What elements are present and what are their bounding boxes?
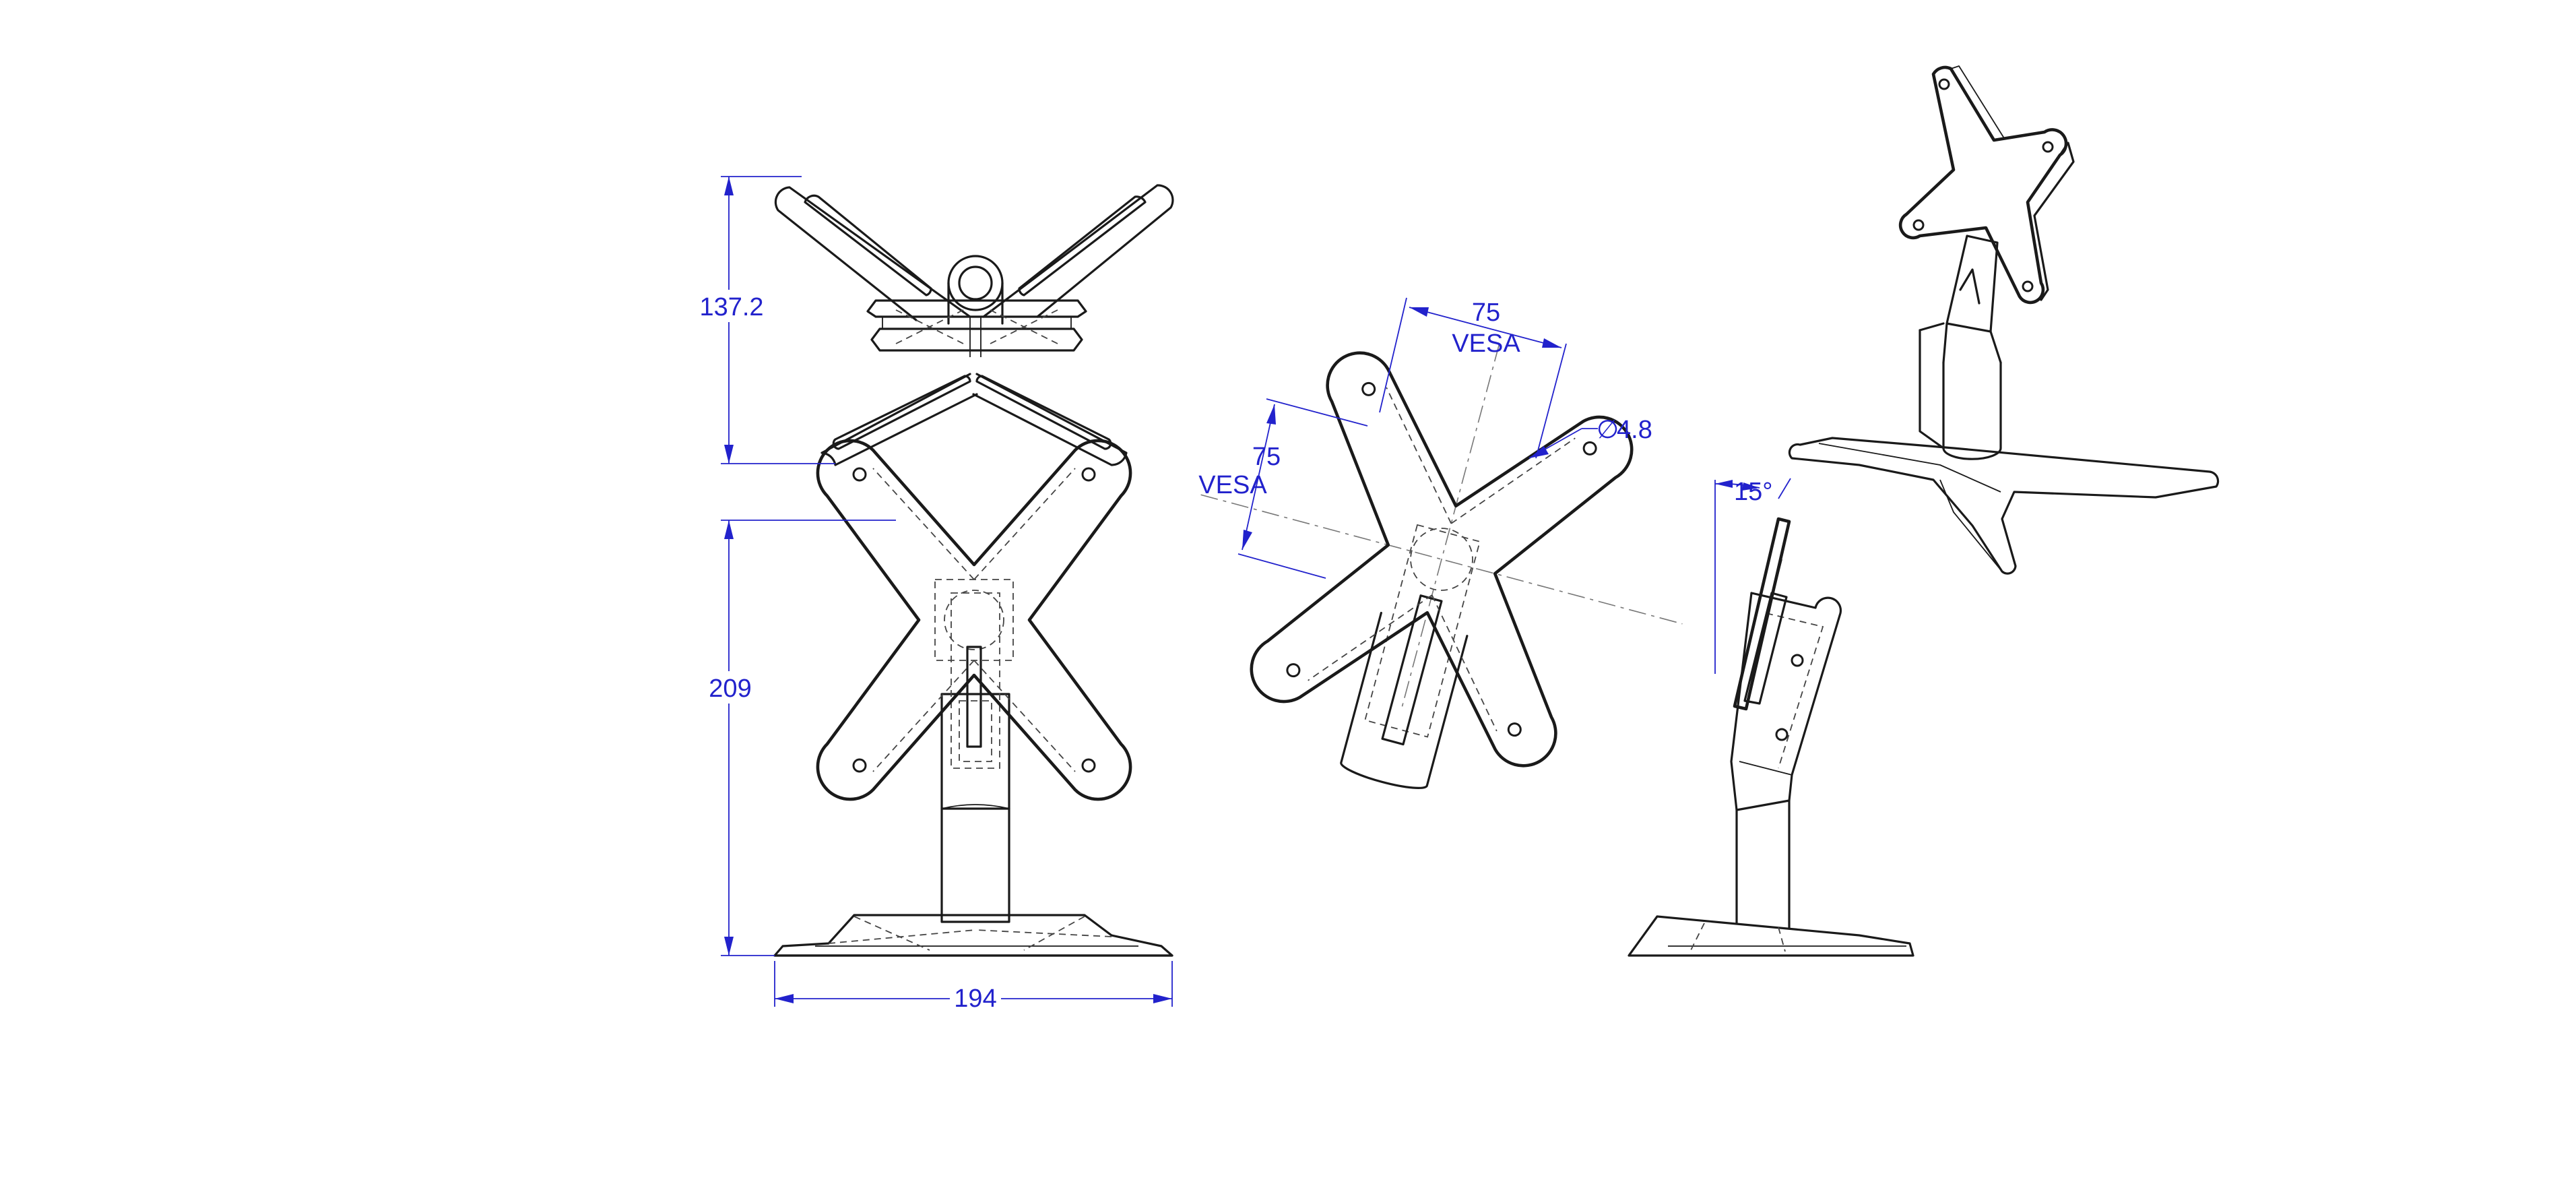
vesa-detail-mount-hole [1361,381,1376,396]
front-view-mount-hole [852,467,867,482]
front-view-mount-hole [1081,467,1096,482]
dimension-vesa-horizontal-label: VESA [1452,330,1520,358]
dimension-width-label: 194 [954,985,996,1013]
top-view-slot-upper-left [804,194,932,296]
dimension-top-height-label: 137.2 [699,293,763,321]
top-view-column-inner [958,266,993,301]
top-view-column-outer [947,255,1004,311]
dimension-tilt-angle-label: 15° [1734,478,1772,506]
iso-view-mount-hole [1938,78,1950,90]
side-view-pivot-hole [1791,654,1804,667]
iso-view-column [1942,361,2002,460]
top-view-base-arm-lower-left [820,373,978,466]
dimension-tilt-angle: 15° [1714,478,1791,674]
front-view-base [773,914,1173,957]
isometric-view [1788,65,2220,575]
dimension-vesa-vertical-value: 75 [1252,443,1281,471]
dimension-vesa-vertical: 75 VESA [1198,398,1368,579]
dimension-hole-diameter-label: 4.8 [1617,416,1652,444]
dimension-vesa-horizontal-value: 75 [1472,299,1500,327]
vesa-detail-mount-hole [1286,663,1301,678]
side-view-column [1735,799,1791,930]
top-view-base-arm-upper-right [982,184,1174,318]
iso-view-mount-hole [1912,219,1925,231]
front-view-vesa-plate [818,441,1130,799]
dimension-front-height-label: 209 [709,675,751,703]
front-view [773,441,1173,957]
side-view-base [1628,915,1914,957]
side-view-vesa-plate [1733,517,1791,711]
vesa-detail-mount-hole [1507,722,1522,737]
top-view-slot-lower-right [975,375,1112,450]
vesa-detail-view [1200,280,1683,789]
front-view-mount-hole [852,758,867,773]
top-view-base-arm-lower-right [972,373,1128,466]
iso-view-mount-hole [2022,280,2034,292]
side-view-tilt-housing [1730,592,1842,811]
front-view-mount-hole [1081,758,1096,773]
iso-view-vesa-plate [1898,65,2068,305]
iso-view-mount-hole [2042,141,2054,153]
dimension-hole-diameter: ∅ 4.8 [1528,416,1652,459]
iso-view-base [1788,437,2220,575]
side-view [1628,517,1914,957]
dimension-front-height: 209 [702,520,896,956]
dimension-width: 194 [774,961,1173,1013]
dimension-top-height: 137.2 [694,176,835,464]
dimension-vesa-horizontal: 75 VESA [1379,297,1567,459]
top-view-slot-lower-left [832,375,971,450]
side-view-pivot-hole [1775,728,1789,741]
top-view-base-arm-upper-left [774,186,971,321]
dimension-hole-diameter-symbol: ∅ [1597,416,1619,444]
top-view-plate [866,299,1087,318]
top-view-slot-upper-right [1018,195,1147,296]
vesa-detail-mount-hole [1582,441,1597,456]
top-view [774,184,1174,466]
dimension-vesa-vertical-label: VESA [1198,471,1267,499]
